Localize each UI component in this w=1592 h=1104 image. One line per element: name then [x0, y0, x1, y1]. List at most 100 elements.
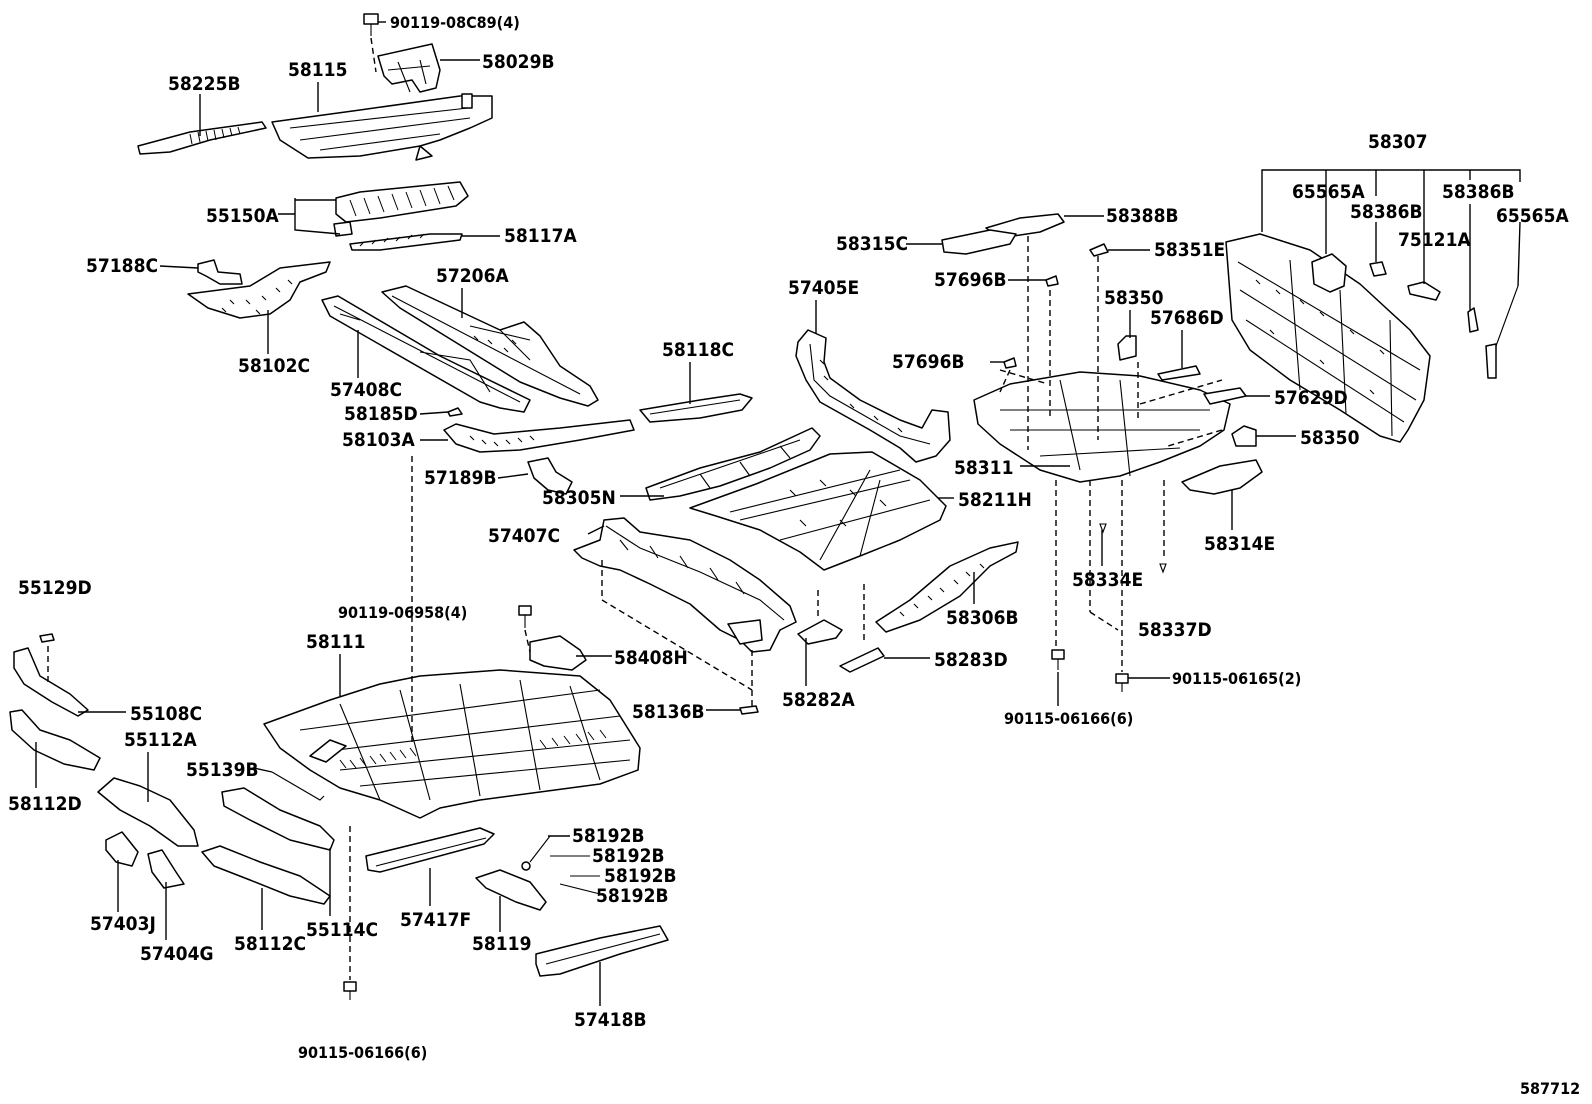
label-58136B: 58136B [632, 701, 705, 723]
bolt-90115-06165-drawing [1115, 673, 1129, 692]
clip-55139B-drawing [271, 771, 325, 801]
label-58307: 58307 [1368, 131, 1427, 153]
label-58351E: 58351E [1154, 239, 1225, 261]
bolt-90115-06166-a-drawing [1051, 649, 1065, 670]
label-58192B-a: 58192B [572, 825, 645, 847]
rail-57405E-drawing [795, 329, 951, 463]
label-58117A: 58117A [504, 225, 577, 247]
label-58119: 58119 [472, 933, 531, 955]
panel-58211H-drawing [689, 451, 947, 571]
label-65565A-a: 65565A [1292, 181, 1365, 203]
clip-55129D-drawing [39, 633, 55, 643]
bracket-58350-top-drawing [1117, 335, 1137, 361]
label-58283D: 58283D [934, 649, 1008, 671]
leader-lines [35, 21, 1521, 1006]
bolt-90119-08C89-drawing [363, 13, 379, 73]
label-57408C: 57408C [330, 379, 402, 401]
label-58350-a: 58350 [1104, 287, 1164, 309]
floor-pan-58311-drawing [973, 371, 1231, 483]
extension-58103A-drawing [443, 419, 635, 453]
floor-pan-58111-drawing [263, 669, 641, 819]
label-57206A: 57206A [436, 265, 509, 287]
bracket-57189B-drawing [527, 457, 573, 495]
label-58386B-b: 58386B [1442, 181, 1515, 203]
bracket-57403J-drawing [105, 831, 139, 867]
bracket-58314E-drawing [1181, 459, 1263, 495]
label-90115-06166-a: 90115-06166(6) [1004, 709, 1133, 728]
panel-58305N-drawing [645, 427, 821, 501]
label-58029B: 58029B [482, 51, 555, 73]
bracket-58283D-drawing [839, 647, 885, 673]
bracket-57188C-drawing [197, 259, 243, 285]
bracket-58282A-drawing [797, 619, 843, 645]
label-75121A: 75121A [1398, 229, 1471, 251]
part-labels: 90119-08C89(4) 58029B 58115 58225B 55150… [8, 13, 1580, 1098]
bolt-90119-06958-drawing [518, 605, 532, 653]
bolt-90115-06166-b-drawing [343, 981, 357, 1000]
bracket-58350-bottom-drawing [1231, 425, 1257, 447]
cover-58408H-drawing [529, 635, 587, 671]
sill-57206A-drawing [381, 285, 599, 407]
label-55108C: 55108C [130, 703, 202, 725]
label-58305N: 58305N [542, 487, 616, 509]
clip-58386B-a-drawing [1369, 261, 1387, 277]
member-58117A-drawing [349, 233, 463, 251]
label-57189B: 57189B [424, 467, 497, 489]
label-55139B: 55139B [186, 759, 259, 781]
label-58408H: 58408H [614, 647, 688, 669]
label-58112D: 58112D [8, 793, 82, 815]
bracket-58315C-drawing [941, 229, 1017, 255]
clip-58185D-drawing [447, 407, 463, 417]
label-58350-b: 58350 [1300, 427, 1360, 449]
rail-57417F-drawing [365, 827, 495, 873]
extension-58306B-drawing [875, 541, 1019, 633]
diagram-id: 587712 [1520, 1079, 1580, 1098]
panel-58112D-drawing [9, 709, 101, 771]
label-90115-06166-b: 90115-06166(6) [298, 1043, 427, 1062]
label-55114C: 55114C [306, 919, 378, 941]
bracket-57404G-drawing [147, 849, 185, 889]
label-58111: 58111 [306, 631, 365, 653]
rod-65565A-b-drawing [1485, 285, 1519, 379]
label-58311: 58311 [954, 457, 1013, 479]
label-57404G: 57404G [140, 943, 214, 965]
label-57407C: 57407C [488, 525, 560, 547]
label-58115: 58115 [288, 59, 347, 81]
label-58192B-c: 58192B [604, 865, 677, 887]
panel-55112A-drawing [97, 777, 199, 847]
label-58225B: 58225B [168, 73, 241, 95]
panel-58112C-drawing [201, 845, 331, 905]
label-57696B-a: 57696B [934, 269, 1007, 291]
panel-55114C-drawing [221, 787, 335, 851]
label-57686D: 57686D [1150, 307, 1224, 329]
label-55129D: 55129D [18, 577, 92, 599]
label-58334E: 58334E [1072, 569, 1143, 591]
clip-57696B-drawing [1003, 275, 1059, 369]
bracket-57686D-drawing [1157, 365, 1201, 381]
member-58118C-drawing [639, 393, 753, 423]
label-57418B: 57418B [574, 1009, 647, 1031]
label-58337D: 58337D [1138, 619, 1212, 641]
label-55112A: 55112A [124, 729, 197, 751]
label-58314E: 58314E [1204, 533, 1275, 555]
label-58388B: 58388B [1106, 205, 1179, 227]
bracket-58029B-drawing [377, 43, 441, 93]
label-58386B-a: 58386B [1350, 201, 1423, 223]
reinforcement-58225B-drawing [137, 121, 267, 155]
label-58103A: 58103A [342, 429, 415, 451]
label-58185D: 58185D [344, 403, 418, 425]
label-58282A: 58282A [782, 689, 855, 711]
sill-57408C-drawing [321, 295, 531, 413]
rail-57407C-drawing [573, 517, 797, 653]
extension-58102C-drawing [187, 261, 331, 319]
label-58102C: 58102C [238, 355, 310, 377]
pin-58337D-drawing [1159, 563, 1167, 574]
label-58306B: 58306B [946, 607, 1019, 629]
label-90115-06165: 90115-06165(2) [1172, 669, 1301, 688]
label-57696B-b: 57696B [892, 351, 965, 373]
clip-58386B-b-drawing [1467, 307, 1479, 333]
label-57417F: 57417F [400, 909, 471, 931]
clip-58136B-drawing [739, 705, 759, 715]
clip-58192B-drawing [521, 835, 601, 895]
